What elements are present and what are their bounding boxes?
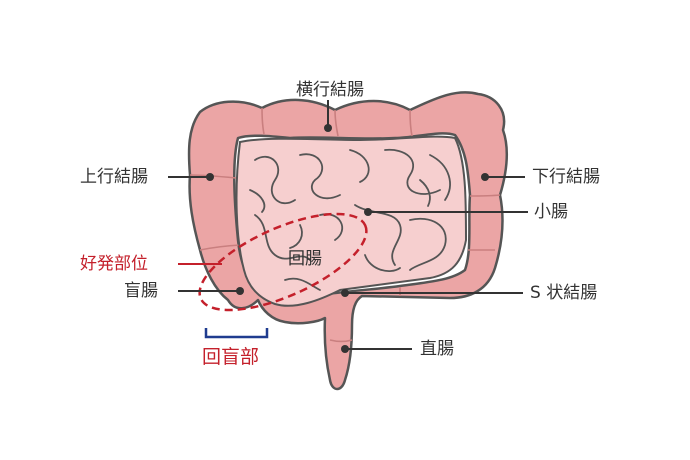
label-ascending-colon: 上行結腸 xyxy=(80,167,148,187)
label-ileocecal-region: 回盲部 xyxy=(202,346,260,368)
ileocecal-bracket xyxy=(204,328,269,339)
label-sigmoid-colon: S 状結腸 xyxy=(530,283,598,303)
leader-lines xyxy=(168,100,528,350)
label-rectum: 直腸 xyxy=(420,339,454,359)
label-cecum: 盲腸 xyxy=(124,281,158,301)
label-descending-colon: 下行結腸 xyxy=(532,167,600,187)
label-small-intestine: 小腸 xyxy=(534,202,568,222)
leader-dots xyxy=(206,124,489,353)
label-predilection-site: 好発部位 xyxy=(80,254,148,274)
label-transverse-colon: 横行結腸 xyxy=(296,80,364,100)
predilection-site-ellipse xyxy=(198,212,368,312)
label-ileum: 回腸 xyxy=(288,249,322,269)
